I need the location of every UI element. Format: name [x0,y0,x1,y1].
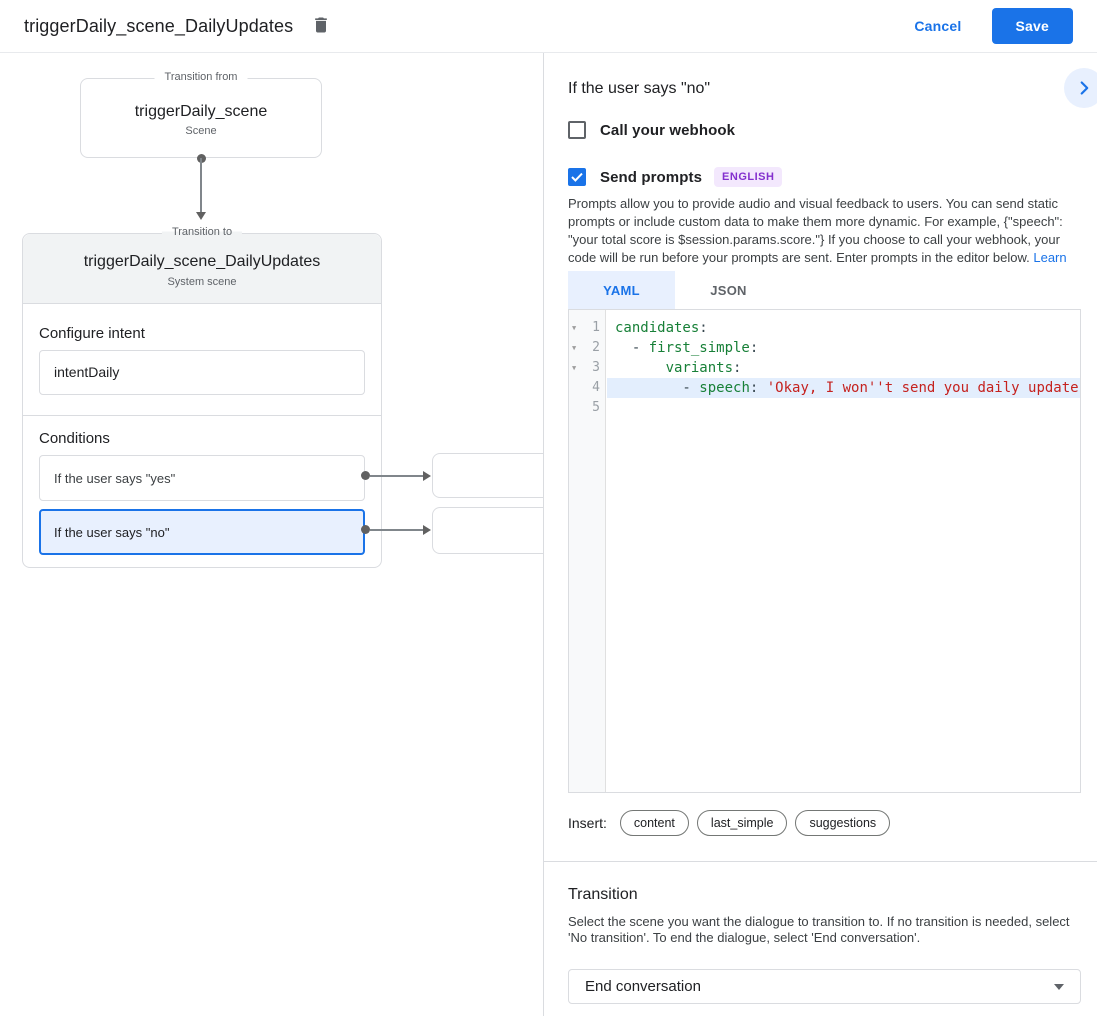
insert-row: Insert: content last_simple suggestions [568,810,898,836]
transition-from-legend: Transition from [154,71,248,83]
insert-chip-last-simple[interactable]: last_simple [696,810,788,836]
fold-toggle-icon[interactable]: ▼ [572,364,577,372]
transition-to-node: Transition to triggerDaily_scene_DailyUp… [22,226,382,568]
condition-detail-panel: If the user says "no" Call your webhook … [543,53,1097,1016]
checkmark-icon [571,172,583,182]
insert-chip-suggestions[interactable]: suggestions [795,810,891,836]
conditions-label: Conditions [39,430,110,447]
connector-line [200,158,202,212]
prompts-row: Send prompts ENGLISH [568,167,783,187]
line-number: 4 [592,380,600,395]
condition-heading: If the user says "no" [568,80,711,97]
condition-no-arrowhead-icon [423,525,431,535]
prompts-checkbox[interactable] [568,168,586,186]
to-scene-title: triggerDaily_scene_DailyUpdates [83,253,321,270]
code-token: first_simple [648,340,750,356]
fold-spacer [569,378,582,398]
code-token [615,360,666,376]
line-content[interactable]: - first_simple: [607,338,1080,358]
code-token: variants [665,360,734,376]
code-line[interactable]: ▼ 2 - first_simple: [569,338,1080,358]
transition-to-legend: Transition to [161,226,243,238]
code-line[interactable]: 5 [569,398,1080,418]
condition-yes-arrowhead-icon [423,471,431,481]
editor-gutter [569,310,606,792]
dropdown-caret-icon [1054,983,1064,990]
transition-section-heading: Transition [568,886,638,903]
section-divider [544,861,1097,862]
fold-toggle-icon[interactable]: ▼ [572,324,577,332]
transition-target-no[interactable] [432,507,543,554]
code-token: : [749,340,759,356]
from-scene-title: triggerDaily_scene [134,103,268,120]
fold-spacer [569,398,582,418]
language-badge: ENGLISH [714,167,783,187]
code-token: 'Okay, I won''t send you daily update [766,380,1079,396]
code-editor[interactable]: ▼ 1 candidates: ▼ 2 - first_simple: ▼ 3 varian… [568,309,1081,793]
chevron-right-icon [1073,77,1095,99]
webhook-label: Call your webhook [600,121,736,139]
transition-select[interactable]: End conversation [568,969,1081,1004]
card-divider [23,415,381,416]
prompts-description: Prompts allow you to provide audio and v… [568,195,1085,285]
prompts-label: Send prompts [600,168,703,186]
trash-icon [311,15,331,38]
cancel-button[interactable]: Cancel [914,18,962,34]
line-number: 3 [592,360,600,375]
tab-json[interactable]: JSON [710,282,747,298]
editor-tabs: YAML JSON [568,271,782,309]
line-content[interactable]: variants: [607,358,1080,378]
code-token: - [615,340,649,356]
line-content[interactable] [607,398,1080,418]
line-content[interactable]: candidates: [607,318,1080,338]
condition-no-arrow-line [370,529,423,531]
code-token: : [699,320,708,336]
code-line[interactable]: ▼ 1 candidates: [569,318,1080,338]
connector-arrowhead-icon [196,212,206,220]
line-number: 1 [592,320,600,335]
collapse-panel-button[interactable] [1064,68,1097,108]
condition-yes-arrow-line [370,475,423,477]
transition-from-node[interactable]: Transition from triggerDaily_scene Scene [80,71,322,158]
page-title: triggerDaily_scene_DailyUpdates [24,15,294,36]
top-bar: triggerDaily_scene_DailyUpdates Cancel S… [0,0,1097,53]
insert-label: Insert: [568,815,607,831]
scene-card-header: triggerDaily_scene_DailyUpdates System s… [23,234,381,304]
transition-description: Select the scene you want the dialogue t… [568,914,1070,945]
code-token: candidates [615,320,700,336]
fold-toggle-icon[interactable]: ▼ [572,344,577,352]
editor-lines: ▼ 1 candidates: ▼ 2 - first_simple: ▼ 3 varian… [569,318,1080,418]
webhook-row: Call your webhook [568,121,735,139]
code-token: speech [699,380,750,396]
from-scene-type: Scene [185,125,217,137]
line-content[interactable]: - speech: 'Okay, I won''t send you daily… [607,378,1080,398]
webhook-checkbox[interactable] [568,121,586,139]
line-number: 2 [592,340,600,355]
flow-canvas: Transition from triggerDaily_scene Scene… [0,53,543,1016]
code-token: : [733,360,742,376]
condition-yes-dot [361,471,370,480]
condition-item-no[interactable]: If the user says "no" [39,509,365,555]
to-scene-type: System scene [167,276,237,288]
prompts-description-text: Prompts allow you to provide audio and v… [568,196,1063,265]
condition-item-yes[interactable]: If the user says "yes" [39,455,365,501]
code-line[interactable]: ▼ 3 variants: [569,358,1080,378]
delete-scene-button[interactable] [311,15,331,38]
code-token: : [749,380,767,396]
line-number: 5 [592,400,600,415]
configure-intent-label: Configure intent [39,325,145,342]
condition-no-dot [361,525,370,534]
intent-field[interactable]: intentDaily [39,350,365,395]
save-button[interactable]: Save [991,8,1073,44]
tab-yaml[interactable]: YAML [568,271,675,309]
code-token: - [615,380,700,396]
scene-card-body: Configure intent intentDaily Conditions … [23,325,381,555]
insert-chip-content[interactable]: content [619,810,689,836]
code-line[interactable]: 4 - speech: 'Okay, I won''t send you dai… [569,378,1080,398]
transition-target-yes[interactable] [432,453,543,498]
transition-select-value: End conversation [585,978,701,995]
